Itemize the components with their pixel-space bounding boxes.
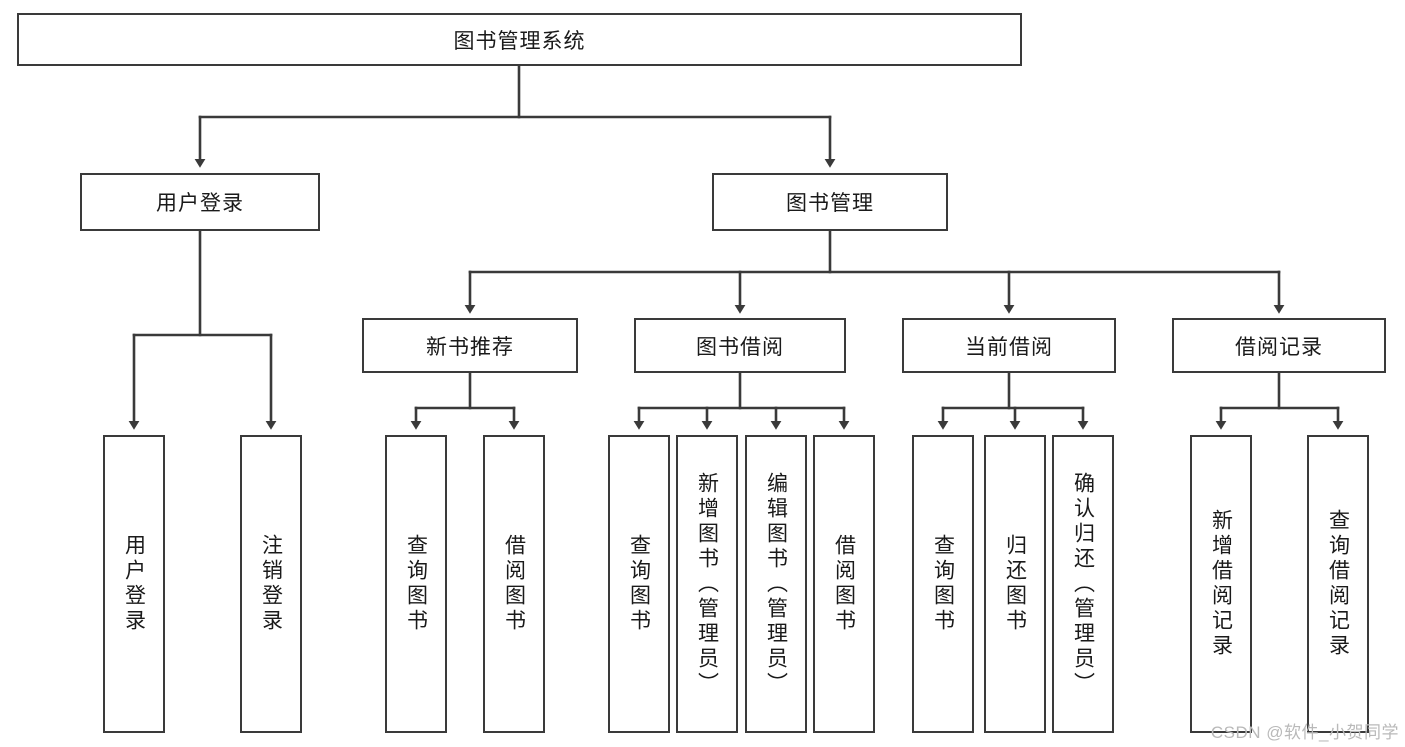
node-root[interactable]: 图书管理系统	[17, 13, 1022, 66]
node-leaf-add-borrow-record-label: 新增借阅记录	[1209, 509, 1233, 659]
node-leaf-query-book-1-label: 查询图书	[404, 534, 428, 634]
node-leaf-borrow-book-1[interactable]: 借阅图书	[483, 435, 545, 733]
node-leaf-query-book-3-label: 查询图书	[931, 534, 955, 634]
node-leaf-edit-book-admin-label: 编辑图书（管理员）	[764, 471, 788, 697]
node-leaf-return-book-label: 归还图书	[1003, 534, 1027, 634]
node-leaf-confirm-return-admin[interactable]: 确认归还（管理员）	[1052, 435, 1114, 733]
node-book-manage-label: 图书管理	[786, 192, 874, 215]
node-book-borrow[interactable]: 图书借阅	[634, 318, 846, 373]
node-leaf-query-book-2-label: 查询图书	[627, 534, 651, 634]
node-leaf-query-book-3[interactable]: 查询图书	[912, 435, 974, 733]
node-borrow-record-label: 借阅记录	[1235, 335, 1323, 359]
node-user-login[interactable]: 用户登录	[80, 173, 320, 231]
node-leaf-borrow-book-2-label: 借阅图书	[832, 534, 856, 634]
node-user-login-label: 用户登录	[156, 192, 244, 215]
node-leaf-confirm-return-admin-label: 确认归还（管理员）	[1071, 471, 1095, 697]
node-current-borrow-label: 当前借阅	[965, 335, 1053, 359]
node-new-book-recommend[interactable]: 新书推荐	[362, 318, 578, 373]
node-book-manage[interactable]: 图书管理	[712, 173, 948, 231]
node-leaf-edit-book-admin[interactable]: 编辑图书（管理员）	[745, 435, 807, 733]
node-leaf-query-borrow-record-label: 查询借阅记录	[1326, 509, 1350, 659]
node-current-borrow[interactable]: 当前借阅	[902, 318, 1116, 373]
node-borrow-record[interactable]: 借阅记录	[1172, 318, 1386, 373]
node-new-book-recommend-label: 新书推荐	[426, 335, 514, 359]
node-leaf-query-book-1[interactable]: 查询图书	[385, 435, 447, 733]
node-leaf-logout-login[interactable]: 注销登录	[240, 435, 302, 733]
node-root-label: 图书管理系统	[453, 29, 586, 53]
node-leaf-add-book-admin[interactable]: 新增图书（管理员）	[676, 435, 738, 733]
node-leaf-add-borrow-record[interactable]: 新增借阅记录	[1190, 435, 1252, 733]
csdn-watermark: CSDN @软件_小贺同学	[1210, 723, 1399, 742]
node-leaf-borrow-book-2[interactable]: 借阅图书	[813, 435, 875, 733]
node-leaf-query-borrow-record[interactable]: 查询借阅记录	[1307, 435, 1369, 733]
node-book-borrow-label: 图书借阅	[696, 335, 784, 359]
node-leaf-return-book[interactable]: 归还图书	[984, 435, 1046, 733]
node-leaf-user-login[interactable]: 用户登录	[103, 435, 165, 733]
node-leaf-query-book-2[interactable]: 查询图书	[608, 435, 670, 733]
node-leaf-user-login-label: 用户登录	[122, 534, 146, 634]
node-leaf-logout-login-label: 注销登录	[259, 534, 283, 634]
node-leaf-borrow-book-1-label: 借阅图书	[502, 534, 526, 634]
node-leaf-add-book-admin-label: 新增图书（管理员）	[695, 471, 719, 697]
